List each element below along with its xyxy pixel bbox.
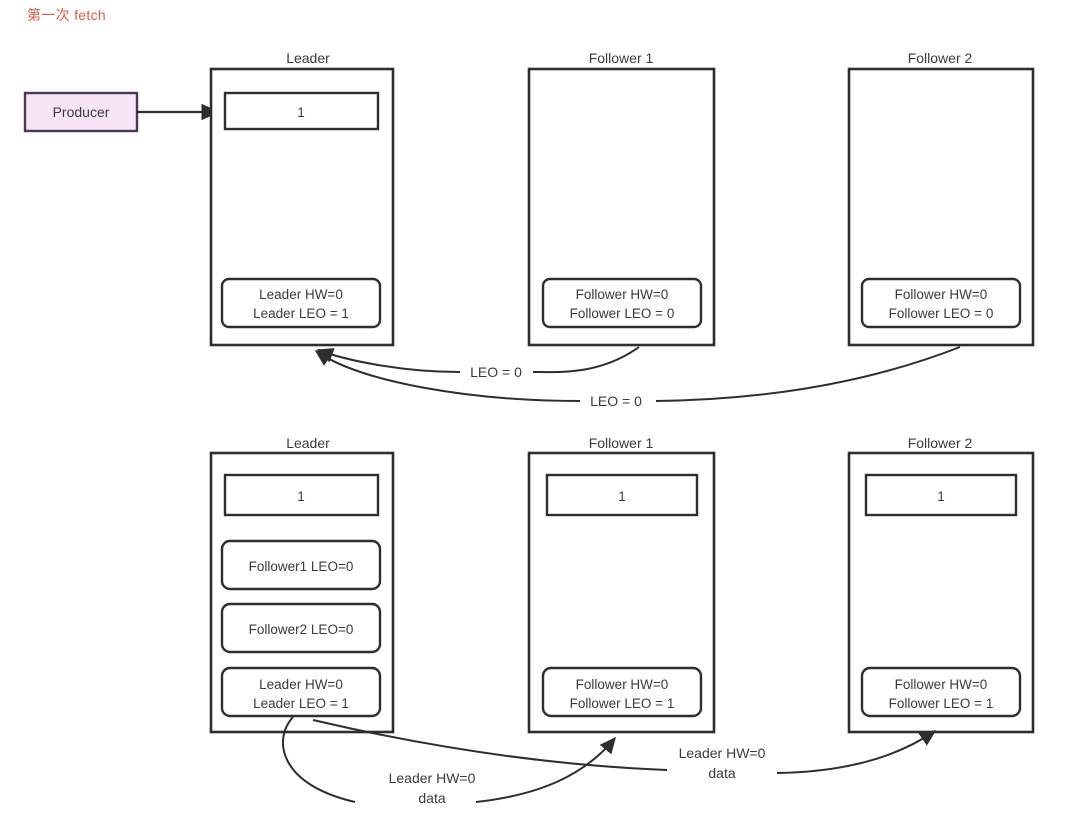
top-follower2-status-box [860,277,1022,329]
top-edge-1-tail [532,346,640,374]
top-edge-follower1-to-leader: LEO = 0 [316,346,640,380]
bottom-edge-1-head [475,736,616,803]
bottom-follower1-node[interactable]: Follower 1 1 Follower HW=0 Follower LEO … [527,435,716,734]
bottom-leader-slot-0-label: Follower1 LEO=0 [249,559,354,574]
top-edge-1-label: LEO = 0 [470,364,522,380]
bottom-follower2-caption: Follower 2 [908,435,973,451]
top-leader-entry-0 [223,91,380,131]
top-leader-node[interactable]: Leader 1 Leader HW=0 Leader LEO = 1 [209,50,395,347]
top-leader-status-line-1: Leader LEO = 1 [253,306,349,321]
top-follower2-status-line-0: Follower HW=0 [895,287,988,302]
bottom-edge-leader-to-follower2: Leader HW=0 data [312,719,937,781]
top-follower1-caption: Follower 1 [589,50,654,66]
bottom-edge-2-label-line2: data [708,765,735,781]
top-edge-2-head [314,350,581,402]
bottom-leader-slot-0 [220,539,382,591]
bottom-follower2-node[interactable]: Follower 2 1 Follower HW=0 Follower LEO … [847,435,1035,734]
top-follower1-status-line-0: Follower HW=0 [576,287,669,302]
bottom-leader-status-box [220,666,382,718]
bottom-follower2-status-line-1: Follower LEO = 1 [889,696,994,711]
bottom-follower2-status-line-0: Follower HW=0 [895,677,988,692]
top-follower2-node[interactable]: Follower 2 Follower HW=0 Follower LEO = … [847,50,1035,347]
top-leader-status-box [220,277,382,329]
bottom-leader-status-line-0: Leader HW=0 [259,677,343,692]
bottom-edge-leader-to-follower1: Leader HW=0 data [281,716,616,806]
bottom-edge-1-label-line1: Leader HW=0 [389,770,476,786]
bottom-follower2-entry-0 [864,473,1018,517]
bottom-edge-2-label-line1: Leader HW=0 [679,745,766,761]
top-follower2-status-line-1: Follower LEO = 0 [889,306,994,321]
top-edge-1-head [316,348,461,373]
bottom-edge-2-head [776,730,937,774]
top-follower2-caption: Follower 2 [908,50,973,66]
bottom-leader-node[interactable]: Leader 1 Follower1 LEO=0 Follower2 LEO=0… [209,435,395,734]
bottom-leader-slot-1 [220,602,382,654]
bottom-leader-status-line-1: Leader LEO = 1 [253,696,349,711]
bottom-leader-entry-0 [223,473,380,517]
bottom-edge-2-tail [312,719,668,771]
bottom-leader-entry-0-label: 1 [297,489,305,504]
bottom-follower1-status-line-0: Follower HW=0 [576,677,669,692]
top-follower1-status-box [541,277,703,329]
top-leader-status-line-0: Leader HW=0 [259,287,343,302]
bottom-follower1-status-box [541,666,703,718]
bottom-edge-1-label-line2: data [418,790,445,806]
top-edge-follower2-to-leader: LEO = 0 [314,346,961,409]
bottom-edge-1-tail [281,716,356,803]
bottom-follower1-entry-0-label: 1 [618,489,626,504]
top-follower1-status-line-1: Follower LEO = 0 [570,306,675,321]
top-leader-caption: Leader [286,50,330,66]
page-title: 第一次 fetch [27,7,106,23]
bottom-follower1-caption: Follower 1 [589,435,654,451]
bottom-follower1-entry-0 [545,473,699,517]
top-edge-2-tail [655,346,961,402]
bottom-follower2-status-box [860,666,1022,718]
bottom-leader-caption: Leader [286,435,330,451]
bottom-leader-slot-1-label: Follower2 LEO=0 [249,622,354,637]
bottom-follower1-status-line-1: Follower LEO = 1 [570,696,675,711]
producer-label: Producer [53,104,110,120]
top-leader-entry-0-label: 1 [297,105,305,120]
bottom-follower2-entry-0-label: 1 [937,489,945,504]
top-edge-2-label: LEO = 0 [590,393,642,409]
producer-node[interactable]: Producer [23,91,139,133]
top-follower1-node[interactable]: Follower 1 Follower HW=0 Follower LEO = … [527,50,716,347]
